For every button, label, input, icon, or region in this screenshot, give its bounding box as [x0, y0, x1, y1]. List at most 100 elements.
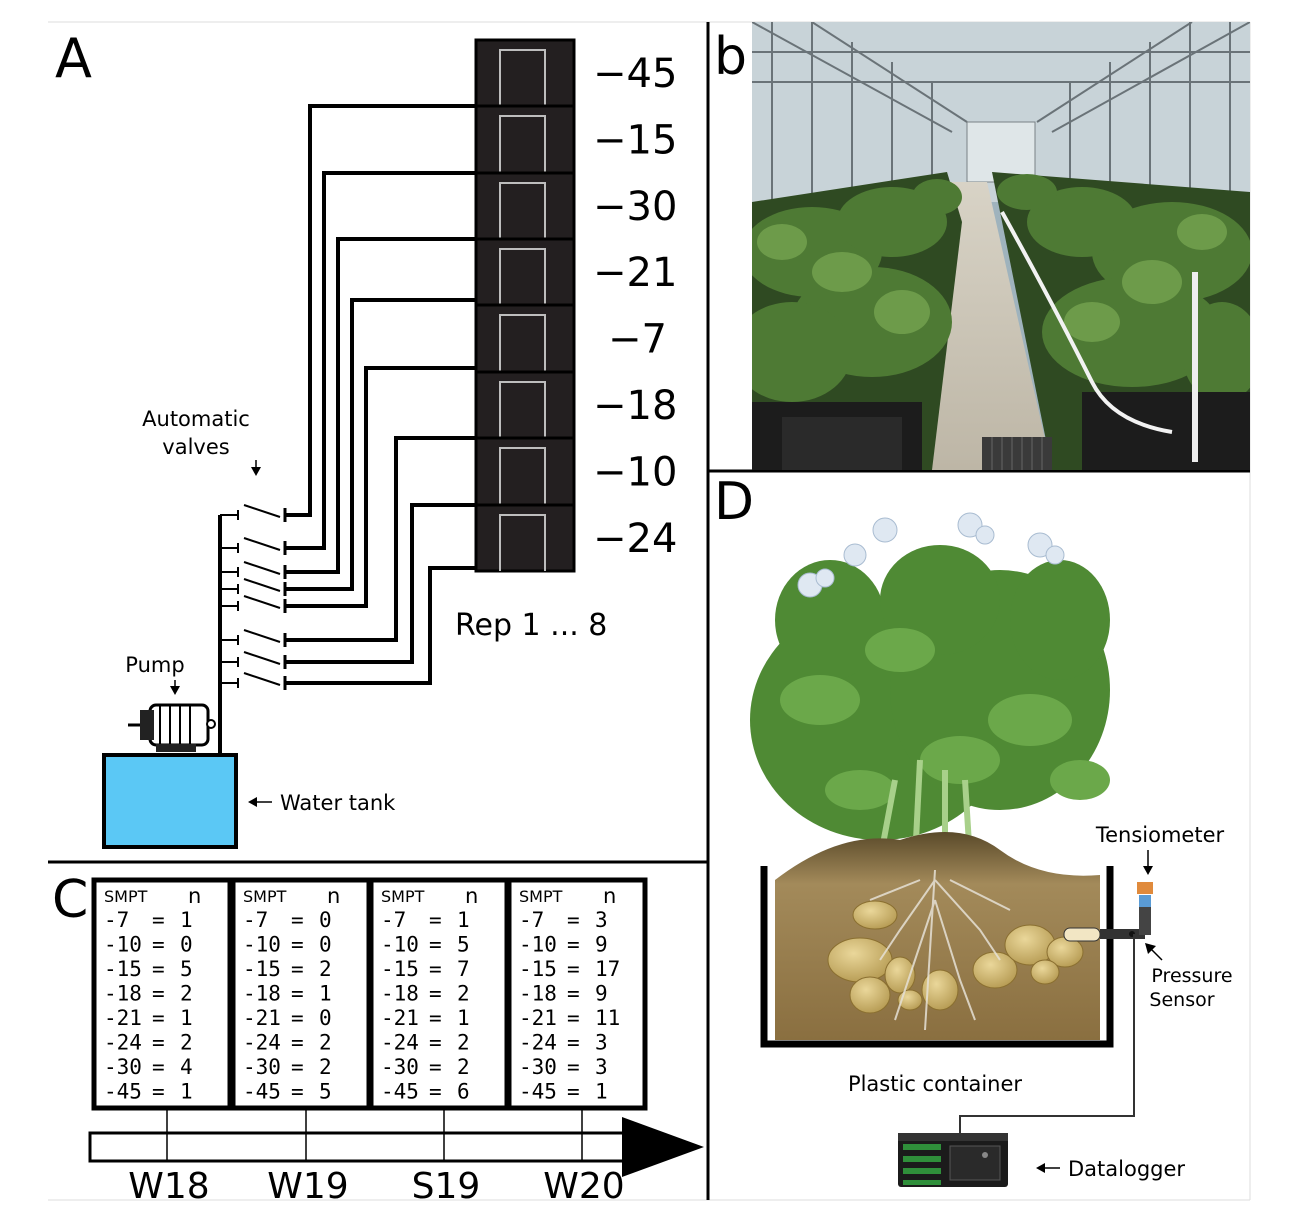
tank-label: Water tank — [280, 791, 396, 815]
valve — [220, 561, 287, 579]
equals-sign: = — [429, 1006, 442, 1030]
smpt-value: -10 — [381, 933, 419, 957]
equals-sign: = — [291, 933, 304, 957]
equals-sign: = — [429, 908, 442, 932]
equals-sign: = — [152, 957, 165, 981]
pot-potential-label: −45 — [593, 51, 677, 97]
smpt-value: -24 — [104, 1031, 142, 1055]
valves-arrow — [251, 460, 261, 476]
smpt-value: -7 — [519, 908, 544, 932]
valve — [220, 651, 287, 669]
n-value: 9 — [595, 933, 608, 957]
tensiometer-label: Tensiometer — [1095, 823, 1225, 847]
n-value: 9 — [595, 982, 608, 1006]
smpt-value: -21 — [104, 1006, 142, 1030]
n-value: 2 — [457, 982, 470, 1006]
equals-sign: = — [429, 1080, 442, 1104]
pipes — [218, 104, 476, 760]
pot-4 — [474, 237, 576, 307]
equals-sign: = — [291, 1080, 304, 1104]
pump-arrow — [170, 680, 180, 695]
n-value: 2 — [319, 957, 332, 981]
smpt-header: SMPT — [104, 887, 148, 906]
pot-potential-label: −7 — [608, 317, 667, 363]
equals-sign: = — [291, 1006, 304, 1030]
season-label: W18 — [128, 1166, 209, 1207]
equals-sign: = — [152, 1080, 165, 1104]
equals-sign: = — [567, 1080, 580, 1104]
n-value: 2 — [180, 982, 193, 1006]
smpt-value: -30 — [381, 1055, 419, 1079]
smpt-value: -10 — [104, 933, 142, 957]
n-value: 3 — [595, 1055, 608, 1079]
n-value: 2 — [457, 1031, 470, 1055]
equals-sign: = — [567, 957, 580, 981]
smpt-header: SMPT — [243, 887, 287, 906]
n-value: 3 — [595, 1031, 608, 1055]
n-value: 5 — [319, 1080, 332, 1104]
smpt-value: -15 — [243, 957, 281, 981]
equals-sign: = — [291, 908, 304, 932]
smpt-value: -30 — [104, 1055, 142, 1079]
n-value: 11 — [595, 1006, 620, 1030]
valve — [220, 537, 287, 555]
pot-5 — [474, 303, 576, 374]
equals-sign: = — [291, 982, 304, 1006]
n-value: 1 — [180, 1006, 193, 1030]
n-value: 1 — [180, 908, 193, 932]
pressure-sensor-label-line2: Sensor — [1149, 989, 1214, 1011]
equals-sign: = — [429, 1031, 442, 1055]
n-value: 0 — [319, 908, 332, 932]
datalogger-label: Datalogger — [1068, 1157, 1185, 1181]
automatic-valves — [220, 504, 287, 690]
smpt-value: -45 — [519, 1080, 557, 1104]
valve — [220, 672, 287, 690]
smpt-value: -7 — [104, 908, 129, 932]
smpt-value: -24 — [519, 1031, 557, 1055]
rep-label: Rep 1 ... 8 — [455, 608, 607, 643]
smpt-value: -45 — [381, 1080, 419, 1104]
n-value: 1 — [180, 1080, 193, 1104]
smpt-value: -18 — [243, 982, 281, 1006]
season-label: W19 — [267, 1166, 348, 1207]
n-value: 1 — [457, 908, 470, 932]
pot-potential-label: −24 — [593, 516, 677, 562]
equals-sign: = — [567, 1055, 580, 1079]
valve — [220, 629, 287, 647]
smpt-value: -18 — [104, 982, 142, 1006]
valve — [220, 504, 287, 522]
n-value: 4 — [180, 1055, 193, 1079]
n-value: 2 — [319, 1055, 332, 1079]
smpt-value: -30 — [243, 1055, 281, 1079]
smpt-value: -7 — [381, 908, 406, 932]
smpt-value: -7 — [243, 908, 268, 932]
container-label: Plastic container — [848, 1072, 1022, 1096]
n-value: 0 — [180, 933, 193, 957]
pot-7 — [474, 436, 576, 507]
smpt-value: -15 — [519, 957, 557, 981]
equals-sign: = — [429, 933, 442, 957]
pot-3 — [474, 171, 576, 241]
tank-arrow — [248, 797, 272, 807]
smpt-value: -10 — [243, 933, 281, 957]
equals-sign: = — [152, 1006, 165, 1030]
pot-potential-label: −10 — [593, 450, 677, 496]
timeline-arrow — [88, 1117, 704, 1177]
pot-potential-label: −30 — [593, 184, 677, 230]
equals-sign: = — [567, 933, 580, 957]
equals-sign: = — [567, 1031, 580, 1055]
smpt-value: -18 — [519, 982, 557, 1006]
n-header: n — [465, 884, 478, 908]
pot-potential-label: −18 — [593, 383, 677, 429]
n-header: n — [188, 884, 201, 908]
equals-sign: = — [152, 1031, 165, 1055]
smpt-value: -21 — [243, 1006, 281, 1030]
equals-sign: = — [567, 908, 580, 932]
valves-label-line1: Automatic — [142, 407, 250, 431]
smpt-value: -10 — [519, 933, 557, 957]
equals-sign: = — [567, 982, 580, 1006]
pump-icon — [128, 703, 216, 752]
